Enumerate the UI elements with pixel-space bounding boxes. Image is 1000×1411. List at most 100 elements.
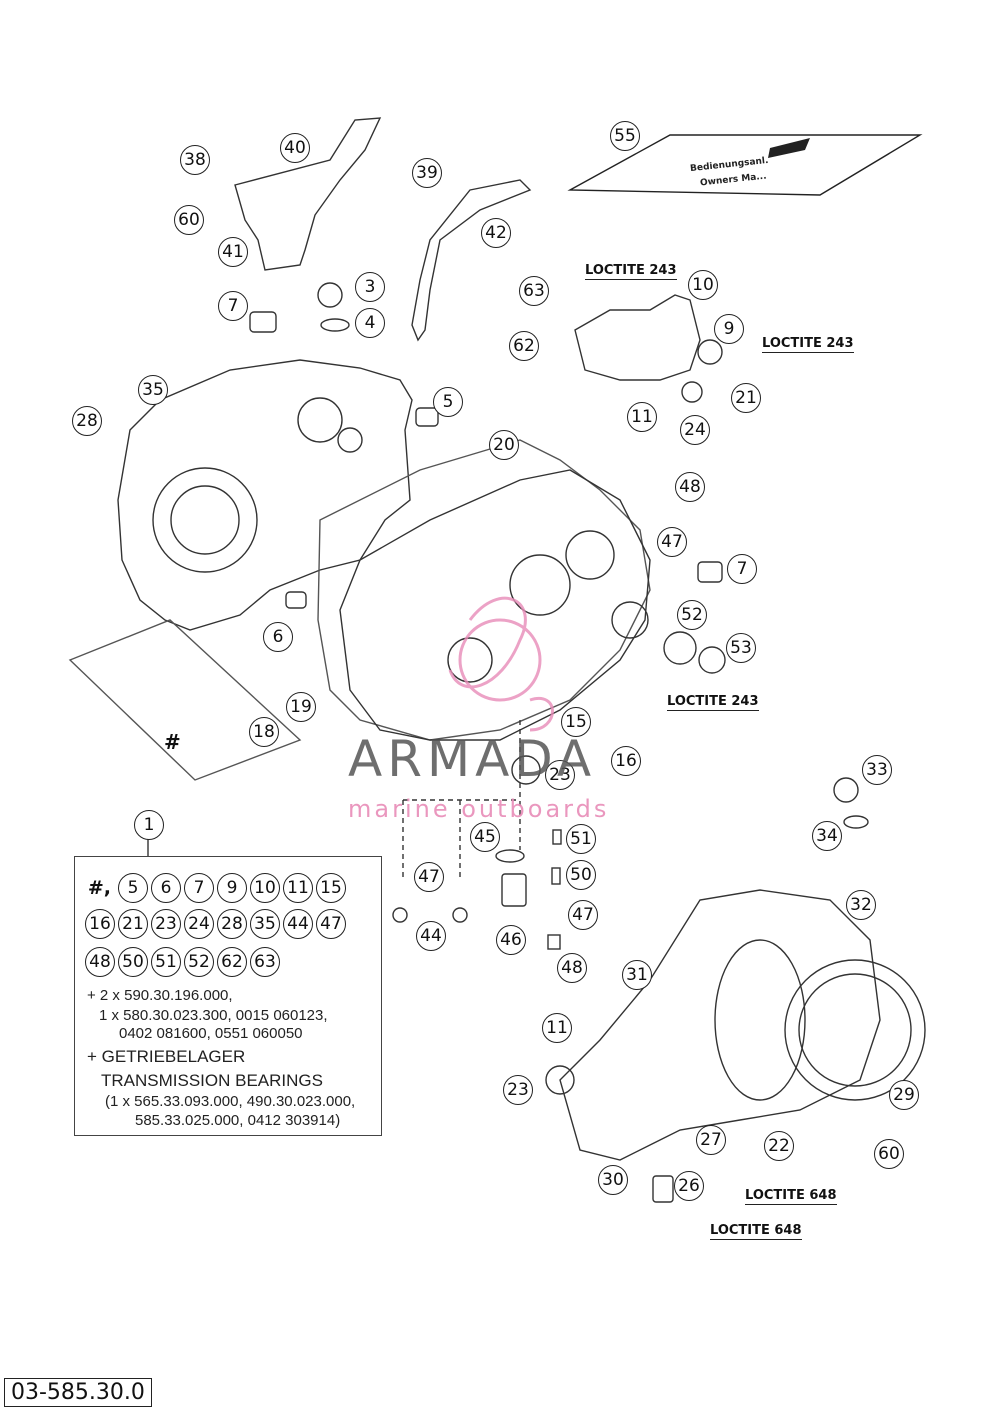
loctite-label: LOCTITE 243 [585, 263, 677, 280]
kit-hash-label: #, [87, 877, 111, 899]
kit-part-16: 16 [85, 909, 115, 939]
callout-52: 52 [677, 600, 707, 630]
watermark-tagline: marine outboards [348, 795, 610, 823]
callout-11: 11 [627, 402, 657, 432]
kit-part-52: 52 [184, 947, 214, 977]
kit-part-24: 24 [184, 909, 214, 939]
callout-23: 23 [545, 760, 575, 790]
callout-26: 26 [674, 1171, 704, 1201]
callout-24: 24 [680, 415, 710, 445]
callout-32: 32 [846, 890, 876, 920]
callout-22: 22 [764, 1131, 794, 1161]
kit-note-line: 585.33.025.000, 0412 303914) [135, 1112, 341, 1129]
callout-18: 18 [249, 717, 279, 747]
kit-part-47: 47 [316, 909, 346, 939]
callout-11: 11 [542, 1013, 572, 1043]
kit-part-6: 6 [151, 873, 181, 903]
callout-5: 5 [433, 387, 463, 417]
kit-part-63: 63 [250, 947, 280, 977]
kit-part-10: 10 [250, 873, 280, 903]
callout-47: 47 [568, 900, 598, 930]
kit-part-5: 5 [118, 873, 148, 903]
callout-6: 6 [263, 622, 293, 652]
callout-60: 60 [874, 1139, 904, 1169]
kit-part-62: 62 [217, 947, 247, 977]
kit-part-50: 50 [118, 947, 148, 977]
callout-45: 45 [470, 822, 500, 852]
callout-60: 60 [174, 205, 204, 235]
kit-part-11: 11 [283, 873, 313, 903]
clutch-cover [559, 889, 881, 1161]
kit-part-7: 7 [184, 873, 214, 903]
callout-44: 44 [416, 921, 446, 951]
callout-29: 29 [889, 1080, 919, 1110]
callout-21: 21 [731, 383, 761, 413]
callout-47: 47 [657, 527, 687, 557]
callout-38: 38 [180, 145, 210, 175]
callout-28: 28 [72, 406, 102, 436]
callout-30: 30 [598, 1165, 628, 1195]
callout-35: 35 [138, 375, 168, 405]
loctite-label: LOCTITE 648 [745, 1188, 837, 1205]
bracket-10 [574, 294, 701, 381]
callout-63: 63 [519, 276, 549, 306]
right-crankcase [339, 469, 651, 741]
kit-part-15: 15 [316, 873, 346, 903]
manual-cover-marks [768, 138, 810, 158]
center-gasket [317, 439, 651, 741]
callout-7: 7 [727, 554, 757, 584]
callout-46: 46 [496, 925, 526, 955]
kit-note-line: 1 x 580.30.023.300, 0015 060123, [99, 1007, 328, 1024]
kit-part-48: 48 [85, 947, 115, 977]
kit-part-51: 51 [151, 947, 181, 977]
callout-15: 15 [561, 707, 591, 737]
callout-31: 31 [622, 960, 652, 990]
callout-3: 3 [355, 272, 385, 302]
kit-note-line: TRANSMISSION BEARINGS [101, 1071, 323, 1090]
left-gasket [68, 619, 302, 781]
kit-part-44: 44 [283, 909, 313, 939]
callout-40: 40 [280, 133, 310, 163]
chain-guide-42 [411, 179, 532, 342]
loctite-label: LOCTITE 243 [667, 694, 759, 711]
kit-part-21: 21 [118, 909, 148, 939]
callout-9: 9 [714, 314, 744, 344]
callout-33: 33 [862, 755, 892, 785]
callout-16: 16 [611, 746, 641, 776]
watermark-brand: ARMADA [348, 730, 597, 788]
loctite-label: LOCTITE 648 [710, 1223, 802, 1240]
callout-23: 23 [503, 1075, 533, 1105]
callout-53: 53 [726, 633, 756, 663]
kit-part-28: 28 [217, 909, 247, 939]
loctite-label: LOCTITE 243 [762, 336, 854, 353]
kit-number-callout: 1 [134, 810, 164, 840]
kit-part-35: 35 [250, 909, 280, 939]
callout-42: 42 [481, 218, 511, 248]
callout-7: 7 [218, 291, 248, 321]
callout-20: 20 [489, 430, 519, 460]
callout-10: 10 [688, 270, 718, 300]
manual-55 [567, 134, 923, 196]
callout-34: 34 [812, 821, 842, 851]
callout-55: 55 [610, 121, 640, 151]
watermark-logo [448, 596, 554, 732]
callout-51: 51 [566, 824, 596, 854]
kit-part-9: 9 [217, 873, 247, 903]
callout-39: 39 [412, 158, 442, 188]
kit-part-23: 23 [151, 909, 181, 939]
callout-47: 47 [414, 862, 444, 892]
bracket-40 [234, 117, 382, 271]
kit-note-line: (1 x 565.33.093.000, 490.30.023.000, [105, 1093, 356, 1110]
hash-marker: # [164, 730, 181, 754]
kit-note-line: + GETRIEBELAGER [87, 1047, 246, 1066]
callout-19: 19 [286, 692, 316, 722]
callout-27: 27 [696, 1125, 726, 1155]
kit-note-line: + 2 x 590.30.196.000, [87, 987, 233, 1004]
callout-48: 48 [557, 953, 587, 983]
callout-48: 48 [675, 472, 705, 502]
drawing-code: 03-585.30.0 [4, 1378, 152, 1407]
